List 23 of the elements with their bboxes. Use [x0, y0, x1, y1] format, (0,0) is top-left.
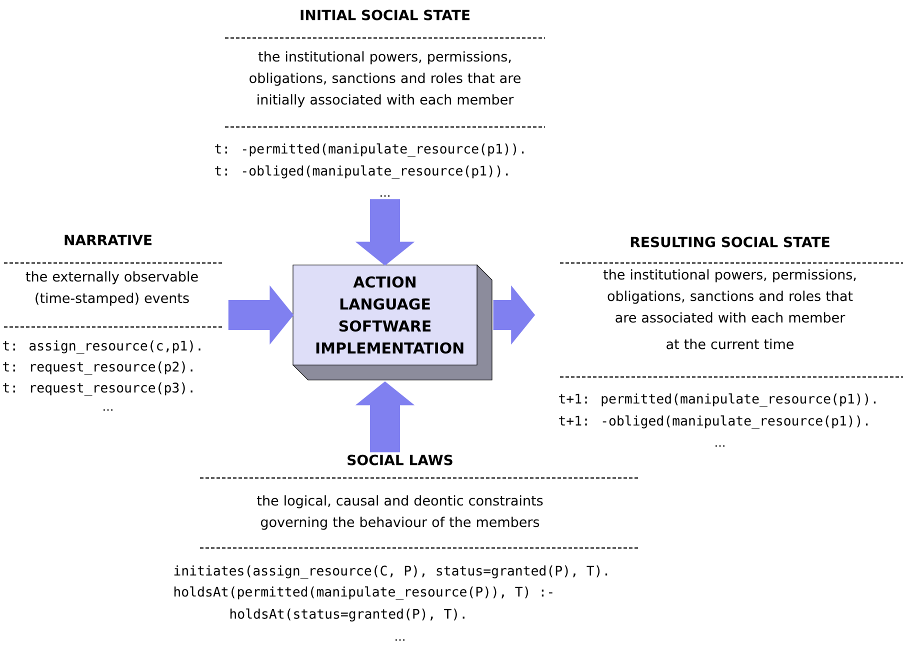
section-heading: NARRATIVE [64, 234, 152, 246]
section-heading: RESULTING SOCIAL STATE [630, 236, 830, 248]
code-line: t: assign_resource(c,p1). [3, 340, 200, 354]
description-text: the institutional powers, permissions, obligations, sanctions and roles that are initially associated with each member [250, 51, 520, 108]
code-line: t: -permitted(manipulate_resource(p1)). [215, 143, 524, 157]
section-heading: INITIAL SOCIAL STATE [300, 10, 470, 20]
ellipsis-text: ... [716, 445, 724, 447]
code-line: t: request_resource(p3). [3, 382, 192, 396]
code-line: initiates(assign_resource(C, P), status=granted(P), T). [174, 565, 608, 579]
description-text: the logical, causal and deontic constraints governing the behaviour of the members [257, 495, 543, 530]
section-heading: SOCIAL LAWS [348, 454, 452, 466]
ellipsis-text: ... [380, 195, 390, 197]
code-line: t: -obliged(manipulate_resource(p1)). [215, 165, 508, 179]
code-line: t: request_resource(p2). [3, 361, 192, 375]
code-line: t+1: -obliged(manipulate_resource(p1)). [559, 415, 868, 429]
process-box: ACTION LANGUAGE SOFTWARE IMPLEMENTATION [292, 264, 492, 380]
description-text: at the current time [666, 338, 794, 350]
ellipsis-text: ... [104, 409, 112, 411]
code-line: holdsAt(status=granted(P), T). [230, 608, 464, 622]
description-text: the externally observable (time-stamped) events [26, 271, 198, 306]
code-line: holdsAt(permitted(manipulate_resource(P)), T) :- [174, 586, 552, 600]
ellipsis-text: ... [396, 639, 404, 641]
code-line: t+1: permitted(manipulate_resource(p1)). [559, 393, 876, 407]
